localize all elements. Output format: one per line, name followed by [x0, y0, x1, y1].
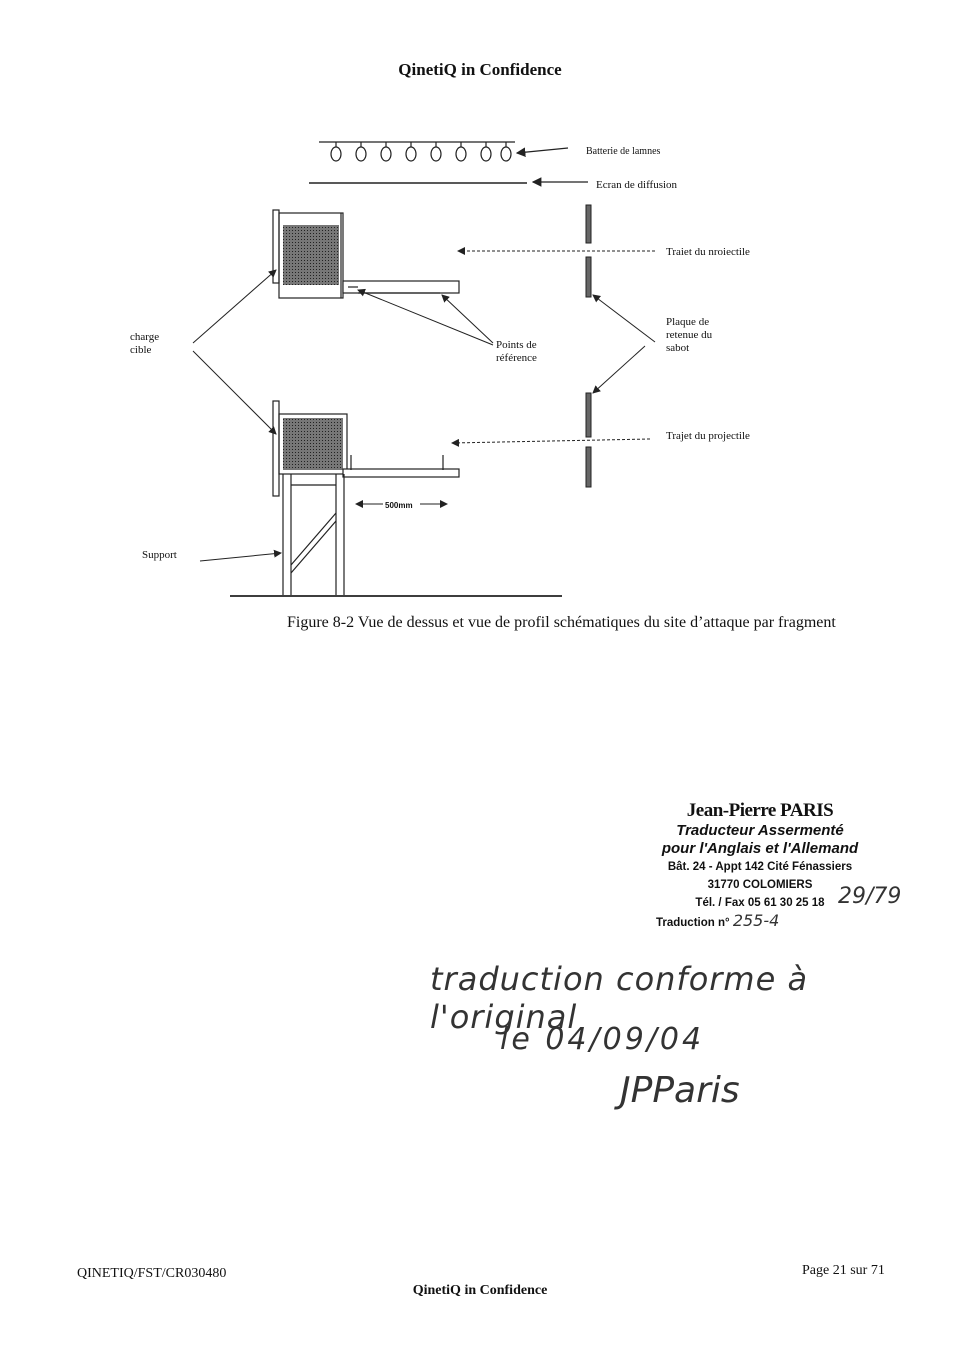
label-plate: Plaque de retenue du sabot: [666, 316, 712, 355]
arrow-plate-top: [592, 294, 656, 343]
handwritten-signature: JPParis: [620, 1070, 740, 1111]
label-plate-line: Plaque de: [666, 316, 710, 328]
handwritten-certification: traduction conforme à l'original: [430, 960, 809, 1036]
stamp-translation-label: Traduction n°: [656, 917, 730, 929]
label-support: Support: [142, 549, 177, 561]
footer-page-number: Page 21 sur 71: [802, 1263, 885, 1278]
support-frame: [230, 474, 562, 597]
lamp: [500, 142, 512, 162]
label-reference-line: Points de: [496, 339, 537, 351]
arrow-charge-top: [192, 269, 277, 344]
label-screen: Ecran de diffusion: [596, 179, 678, 191]
side-view-plate: [585, 392, 592, 488]
schematic-svg: [192, 141, 656, 597]
lamp: [380, 142, 392, 162]
lamp: [455, 142, 467, 162]
trajectory-bottom: [451, 438, 651, 447]
arrow-support: [199, 549, 282, 562]
translator-stamp: Jean-Pierre PARIS Traducteur Assermenté …: [640, 800, 880, 932]
top-view-target: [272, 209, 460, 299]
arrow-reference-1: [357, 288, 494, 346]
lamp: [405, 142, 417, 162]
label-lamps: Batterie de lamnes: [586, 146, 661, 157]
label-reference-line: référence: [496, 352, 537, 364]
footer-confidentiality: QinetiQ in Confidence: [412, 1283, 548, 1298]
arrow-charge-bottom: [192, 350, 277, 435]
label-dimension: 500mm: [385, 501, 413, 510]
stamp-phone: Tél. / Fax 05 61 30 25 18: [695, 897, 825, 909]
stamp-address: Bât. 24 - Appt 142 Cité Fénassiers: [667, 861, 853, 873]
label-trajectory-bottom: Trajet du projectile: [666, 430, 750, 442]
label-charge-line: cible: [130, 344, 152, 356]
label-reference: Points de référence: [496, 339, 537, 365]
top-view-plate: [585, 204, 592, 298]
footer-doc-code: QINETIQ/FST/CR030480: [77, 1266, 227, 1281]
arrow-plate-bottom: [592, 345, 646, 394]
stamp-city: 31770 COLOMIERS: [707, 879, 813, 891]
stamp-name: Jean-Pierre PARIS: [686, 800, 834, 821]
lamp: [355, 142, 367, 162]
label-trajectory-top: Traiet du nroiectile: [666, 246, 750, 258]
handwritten-page-ref: 29/79: [838, 884, 902, 909]
label-plate-line: sabot: [666, 342, 690, 354]
label-plate-line: retenue du: [666, 329, 713, 341]
stamp-translation: Traduction n° 255-4: [640, 912, 880, 932]
handwritten-date: le 04/09/04: [500, 1022, 705, 1057]
arrow-lamps: [515, 147, 569, 157]
lamp-battery: [319, 141, 515, 162]
label-charge: charge cible: [130, 331, 159, 357]
stamp-translation-number: 255-4: [732, 911, 780, 930]
schematic-diagram: Batterie de lamnes Ecran de diffusion Tr…: [100, 125, 820, 605]
lamp: [480, 142, 492, 162]
header-confidentiality: QinetiQ in Confidence: [398, 60, 562, 79]
stamp-languages: pour l'Anglais et l'Allemand: [661, 840, 859, 857]
lamp: [430, 142, 442, 162]
lamp: [330, 142, 342, 162]
figure-caption: Figure 8-2 Vue de dessus et vue de profi…: [287, 614, 836, 631]
stamp-title: Traducteur Assermenté: [676, 822, 844, 839]
arrow-reference-2: [441, 294, 494, 344]
side-view-target: [272, 400, 460, 497]
label-charge-line: charge: [130, 331, 160, 343]
